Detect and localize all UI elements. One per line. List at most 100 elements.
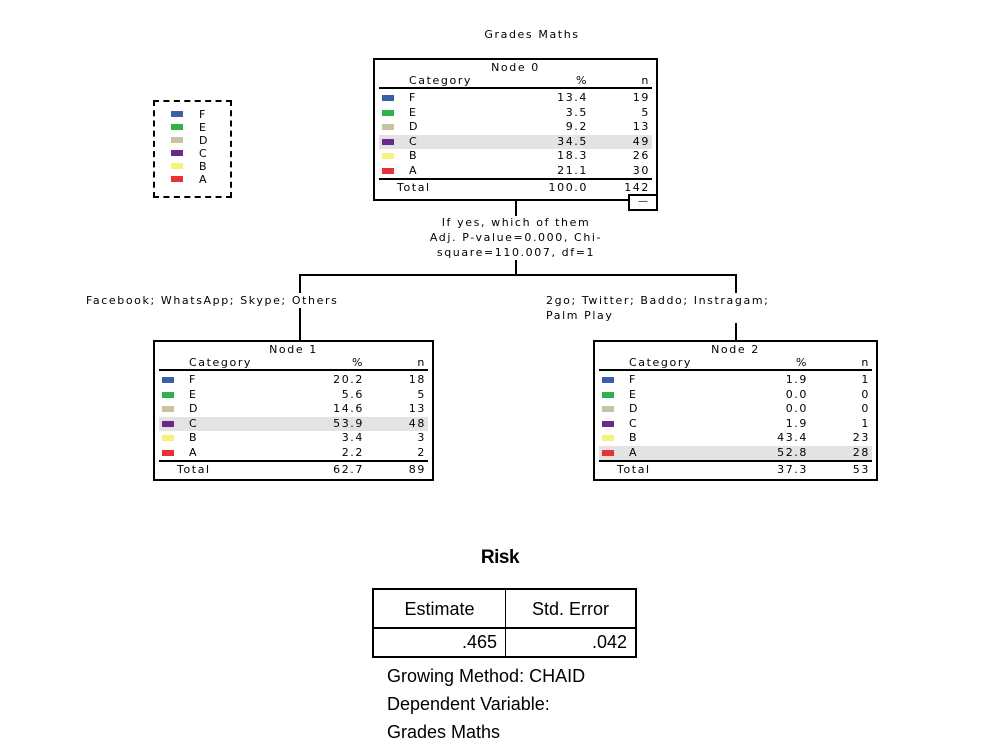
- color-swatch-icon: [162, 420, 174, 427]
- category-row: E 0.0 0: [599, 388, 872, 403]
- legend-label: C: [199, 147, 209, 160]
- color-swatch-icon: [171, 137, 183, 143]
- legend-label: A: [199, 173, 209, 186]
- header-n: n: [861, 356, 870, 369]
- category-label: B: [189, 431, 199, 444]
- category-percent: 2.2: [341, 445, 364, 459]
- total-n: 142: [624, 181, 650, 194]
- split-variable: If yes, which of them: [441, 216, 591, 229]
- category-percent: 43.4: [777, 431, 808, 444]
- category-n: 5: [641, 105, 650, 119]
- category-label: B: [629, 431, 639, 444]
- legend-item: F: [171, 108, 230, 121]
- header-percent: %: [351, 356, 364, 369]
- color-swatch-icon: [171, 163, 183, 169]
- color-swatch-icon: [602, 406, 614, 412]
- category-n: 48: [408, 416, 426, 430]
- branch-right-line: 2go; Twitter; Baddo; Instragam;: [546, 294, 770, 307]
- split-pvalue: Adj. P-value=0.000, Chi-: [429, 231, 603, 244]
- risk-title: Risk: [480, 547, 520, 568]
- category-n: 18: [408, 373, 426, 386]
- category-percent: 0.0: [785, 387, 808, 401]
- risk-notes: Growing Method: CHAID Dependent Variable…: [387, 662, 585, 746]
- category-percent: 3.5: [565, 105, 588, 119]
- category-n: 26: [632, 149, 650, 162]
- category-percent: 20.2: [333, 373, 364, 386]
- branch-left-label: Facebook; WhatsApp; Skype; Others: [86, 293, 339, 308]
- category-n: 19: [632, 91, 650, 104]
- total-label: Total: [397, 181, 431, 194]
- note-dependent-variable-value: Grades Maths: [387, 722, 501, 742]
- legend-item: C: [171, 147, 230, 160]
- note-dependent-variable: Dependent Variable:: [387, 694, 550, 714]
- header-percent: %: [795, 356, 808, 369]
- category-label: D: [629, 402, 640, 415]
- category-n: 3: [417, 431, 426, 444]
- category-row: F 20.2 18: [159, 373, 428, 388]
- risk-header-std-error: Std. Error: [506, 590, 635, 629]
- total-row: Total 100.0 142: [379, 181, 652, 196]
- color-swatch-icon: [171, 124, 183, 130]
- category-percent: 1.9: [785, 416, 808, 430]
- legend-item: B: [171, 160, 230, 173]
- category-percent: 18.3: [557, 149, 588, 162]
- total-percent: 100.0: [548, 181, 588, 194]
- legend-label: F: [199, 108, 207, 121]
- header-category: Category: [409, 74, 473, 87]
- color-swatch-icon: [382, 124, 394, 130]
- branch-right-label: 2go; Twitter; Baddo; Instragam; Palm Pla…: [546, 293, 770, 323]
- category-n: 0: [861, 387, 870, 401]
- legend-item: A: [171, 173, 230, 186]
- color-swatch-icon: [382, 109, 394, 116]
- connector-line: [515, 201, 517, 216]
- total-percent: 62.7: [333, 463, 364, 476]
- category-n: 1: [861, 373, 870, 386]
- color-swatch-icon: [382, 167, 394, 174]
- category-percent: 21.1: [557, 163, 588, 177]
- total-label: Total: [617, 463, 651, 476]
- node-title: Node 1: [269, 343, 318, 356]
- risk-table: Estimate Std. Error .465 .042: [372, 588, 637, 658]
- category-percent: 13.4: [557, 91, 588, 104]
- node-header: Category%n: [599, 356, 872, 371]
- collapse-button[interactable]: —: [628, 194, 658, 211]
- total-n: 89: [408, 463, 426, 476]
- category-label: F: [189, 373, 197, 386]
- color-swatch-icon: [162, 391, 174, 398]
- category-label: C: [409, 134, 419, 148]
- category-label: A: [409, 163, 419, 177]
- category-label: E: [629, 387, 638, 401]
- connector-line: [299, 274, 737, 276]
- header-n: n: [417, 356, 426, 369]
- connector-line: [515, 260, 517, 275]
- header-n: n: [641, 74, 650, 87]
- split-chisquare: square=110.007, df=1: [436, 246, 596, 259]
- category-n: 49: [632, 134, 650, 148]
- legend-label: E: [199, 121, 208, 134]
- color-swatch-icon: [162, 449, 174, 456]
- total-percent: 37.3: [777, 463, 808, 476]
- category-label: D: [409, 120, 420, 133]
- color-swatch-icon: [162, 435, 174, 441]
- category-n: 23: [852, 431, 870, 444]
- header-percent: %: [575, 74, 588, 87]
- category-n: 1: [861, 416, 870, 430]
- category-label: E: [189, 387, 198, 401]
